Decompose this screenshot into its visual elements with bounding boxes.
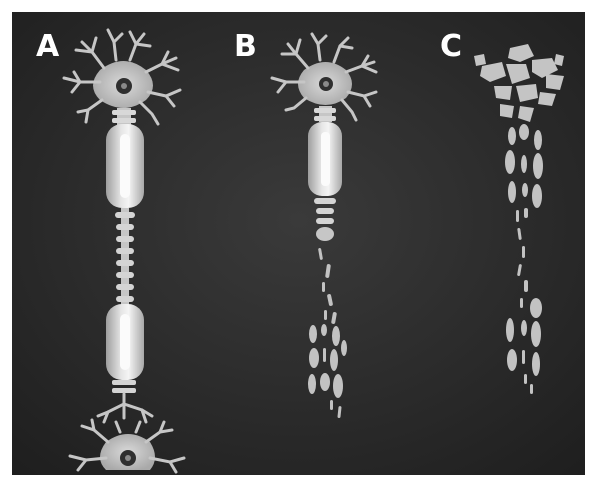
panel-label-c: C [440,29,462,64]
panel-b-axon-stump [316,227,334,241]
panel-label-a: A [36,29,60,64]
panel-label-b: B [234,29,257,64]
panel-a-axon [121,208,129,308]
neuron-degeneration-figure: A [12,12,585,475]
